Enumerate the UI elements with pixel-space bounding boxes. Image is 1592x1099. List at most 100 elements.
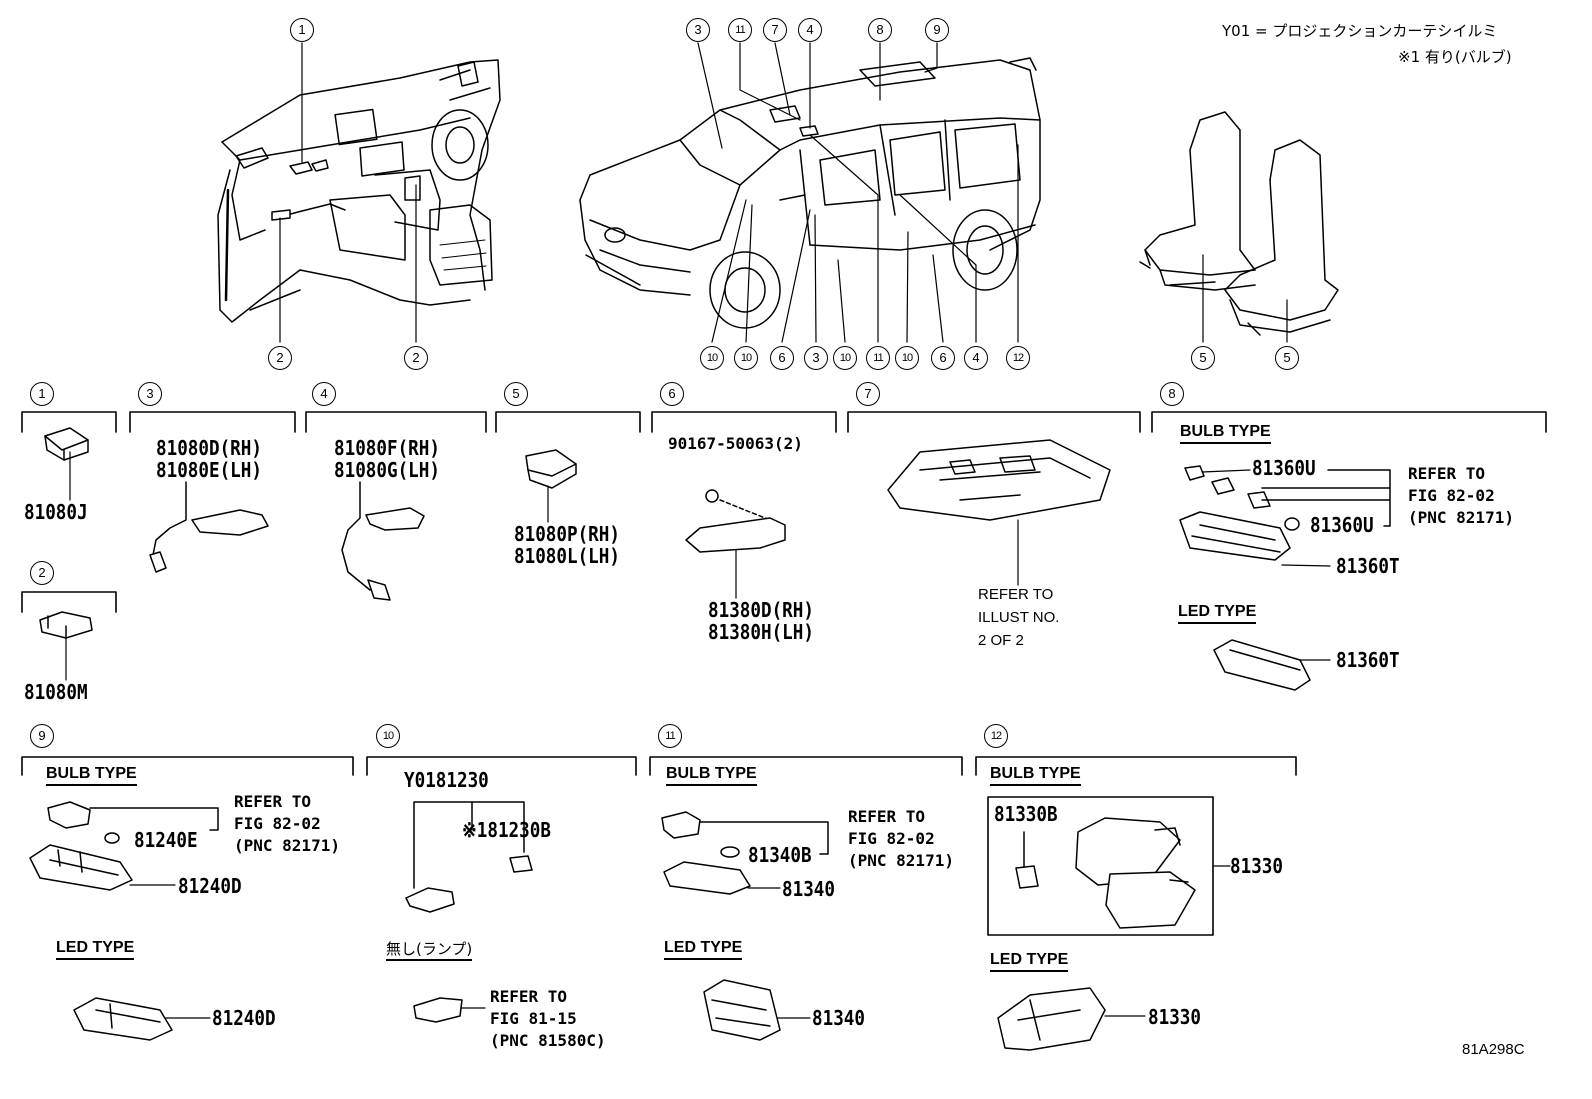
callout-6-a: 6 (770, 346, 794, 370)
callout-11-b: 11 (866, 346, 890, 370)
callout-2-left: 2 (268, 346, 292, 370)
refer-text-9-line1: REFER TO (234, 792, 312, 811)
callout-5-a: 5 (1191, 346, 1215, 370)
refer-text-9-line3: (PNC 82171) (234, 836, 340, 855)
part-8-lamp-assembly (1179, 465, 1391, 691)
part-1-switch (44, 427, 89, 501)
refer-text-8-line3: (PNC 82171) (1408, 508, 1514, 527)
part-12-lamp-assembly (987, 796, 1231, 1051)
part-10-lamp-assembly (405, 801, 533, 1023)
part-number-81240D-led: 81240D (212, 1006, 276, 1030)
refer-text-7-line2: ILLUST NO. (978, 609, 1060, 626)
part-number-81340B: 81340B (748, 843, 812, 867)
part-number-81080M: 81080M (24, 680, 88, 704)
bulb-type-label-9: BULB TYPE (46, 766, 137, 786)
note-1: ※1 有り(バルブ) (1398, 48, 1512, 66)
part-number-81340-led: 81340 (812, 1006, 865, 1030)
bulb-type-label-12: BULB TYPE (990, 766, 1081, 786)
part-number-81380D: 81380D(RH) (708, 598, 814, 622)
bulb-type-label-8: BULB TYPE (1180, 424, 1271, 444)
callout-10-d: 10 (895, 346, 919, 370)
led-type-label-9: LED TYPE (56, 940, 135, 960)
refer-text-8-line1: REFER TO (1408, 464, 1486, 483)
callout-11: 11 (728, 18, 752, 42)
part-number-81230B: ※181230B (462, 818, 551, 842)
section-1-callout: 1 (30, 382, 54, 406)
callout-5-b: 5 (1275, 346, 1299, 370)
callout-1: 1 (290, 18, 314, 42)
callout-10-b: 10 (734, 346, 758, 370)
bulb-type-label-11: BULB TYPE (666, 766, 757, 786)
refer-text-7-line3: 2 OF 2 (978, 632, 1024, 649)
refer-text-10-line2: FIG 81-15 (490, 1009, 577, 1028)
refer-text-11-line1: REFER TO (848, 807, 926, 826)
top-leader-lines (279, 42, 1288, 343)
part-number-81340: 81340 (782, 877, 835, 901)
callout-7: 7 (763, 18, 787, 42)
part-number-81080P: 81080P(RH) (514, 522, 620, 546)
part-number-81360T: 81360T (1336, 554, 1400, 578)
callout-3: 3 (686, 18, 710, 42)
part-number-81240D: 81240D (178, 874, 242, 898)
led-type-label-12: LED TYPE (990, 952, 1069, 972)
refer-text-10-line3: (PNC 81580C) (490, 1031, 606, 1050)
callout-8: 8 (868, 18, 892, 42)
callout-4-b: 4 (964, 346, 988, 370)
refer-text-7-line1: REFER TO (978, 586, 1054, 603)
part-number-90167-50063: 90167-50063(2) (668, 434, 803, 453)
section-3-callout: 3 (138, 382, 162, 406)
part-number-81380H: 81380H(LH) (708, 620, 814, 644)
section-5-callout: 5 (504, 382, 528, 406)
part-4-lamp-harness (341, 481, 425, 601)
part-number-81080E: 81080E(LH) (156, 458, 262, 482)
refer-text-11-line2: FIG 82-02 (848, 829, 935, 848)
callout-6-b: 6 (931, 346, 955, 370)
part-number-81080D: 81080D(RH) (156, 436, 262, 460)
seats-illustration (1139, 111, 1339, 336)
refer-text-8-line2: FIG 82-02 (1408, 486, 1495, 505)
part-number-81330-led: 81330 (1148, 1005, 1201, 1029)
section-12-callout: 12 (984, 724, 1008, 748)
part-number-81080J: 81080J (24, 500, 88, 524)
callout-12: 12 (1006, 346, 1030, 370)
section-9-callout: 9 (30, 724, 54, 748)
callout-10-a: 10 (700, 346, 724, 370)
part-5-lamp (525, 449, 577, 523)
y01-note: Y01 = プロジェクションカーテシイルミ (1222, 22, 1498, 40)
section-brackets (21, 411, 1547, 776)
part-11-lamp-assembly (661, 811, 829, 1041)
part-number-81080G: 81080G(LH) (334, 458, 440, 482)
part-number-81330B: 81330B (994, 802, 1058, 826)
part-number-81360U-b: 81360U (1310, 513, 1374, 537)
part-code-Y0181230: Y0181230 (404, 768, 489, 792)
part-number-81240E: 81240E (134, 828, 198, 852)
refer-text-11-line3: (PNC 82171) (848, 851, 954, 870)
dashboard-illustration (217, 59, 501, 323)
callout-4: 4 (798, 18, 822, 42)
section-10-callout: 10 (376, 724, 400, 748)
section-6-callout: 6 (660, 382, 684, 406)
part-number-81080F: 81080F(RH) (334, 436, 440, 460)
refer-text-10-line1: REFER TO (490, 987, 568, 1006)
part-9-lamp-assembly (29, 801, 219, 1041)
part-number-81360U-a: 81360U (1252, 456, 1316, 480)
led-type-label-11: LED TYPE (664, 940, 743, 960)
section-4-callout: 4 (312, 382, 336, 406)
section-8-callout: 8 (1160, 382, 1184, 406)
none-lamp-label: 無し(ランプ) (386, 942, 473, 961)
part-number-81360T-led: 81360T (1336, 648, 1400, 672)
callout-2-right: 2 (404, 346, 428, 370)
section-7-callout: 7 (856, 382, 880, 406)
part-7-overhead-console (887, 439, 1111, 586)
section-2-callout: 2 (30, 561, 54, 585)
section-11-callout: 11 (658, 724, 682, 748)
refer-text-9-line2: FIG 82-02 (234, 814, 321, 833)
callout-3-b: 3 (804, 346, 828, 370)
illustration-code: 81A298C (1462, 1041, 1525, 1058)
callout-10-c: 10 (833, 346, 857, 370)
part-2-switch (39, 611, 93, 681)
part-6-courtesy-lamp (685, 489, 786, 599)
part-3-lamp-harness (149, 481, 269, 573)
part-number-81080L: 81080L(LH) (514, 544, 620, 568)
